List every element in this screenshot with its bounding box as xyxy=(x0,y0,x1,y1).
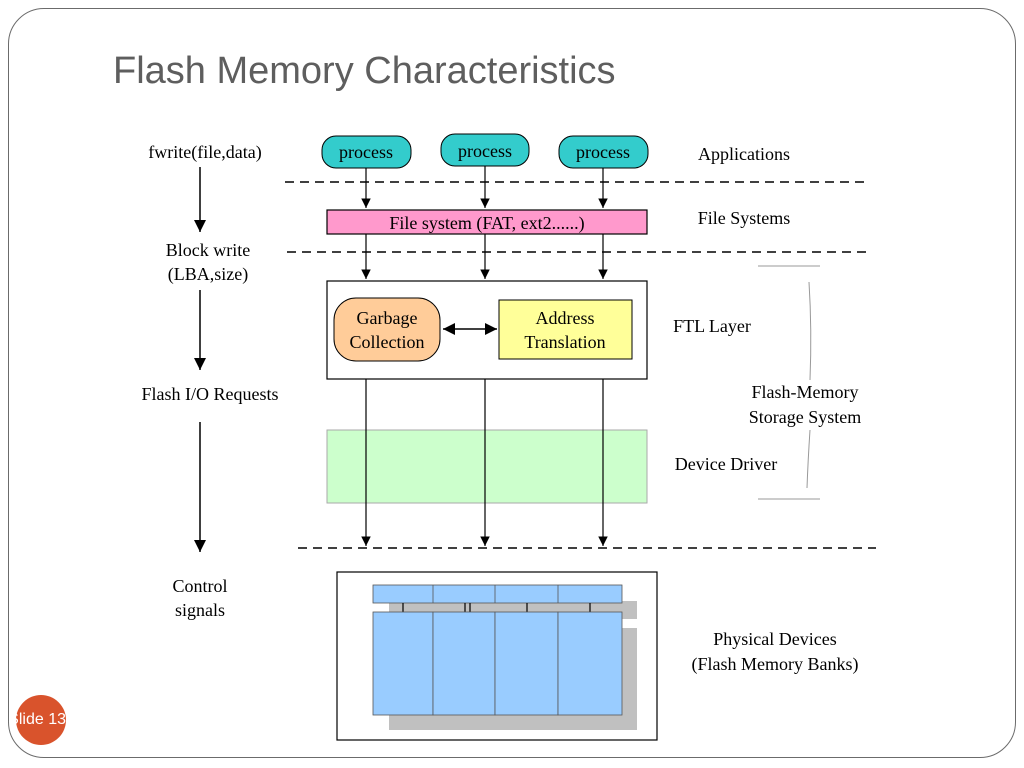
bank-header xyxy=(372,584,623,604)
physical-devices-label-1: Physical Devices xyxy=(713,629,836,649)
garbage-collection-label-1: Garbage xyxy=(357,308,418,328)
device-driver-box xyxy=(326,429,648,504)
block-write-label: Block write xyxy=(166,240,250,260)
address-translation-label-2: Translation xyxy=(524,332,605,352)
physical-devices-label-2: (Flash Memory Banks) xyxy=(692,654,859,675)
file-system-label: File system (FAT, ext2......) xyxy=(389,213,584,234)
storage-system-label-2: Storage System xyxy=(749,407,862,427)
control-signals-label: Control xyxy=(172,576,227,596)
control-signals-label-2: signals xyxy=(175,600,225,620)
garbage-collection-label-2: Collection xyxy=(350,332,425,352)
process-3-label: process xyxy=(576,142,630,162)
slide-title: Flash Memory Characteristics xyxy=(113,50,616,92)
process-2-label: process xyxy=(458,141,512,161)
flash-bank-1 xyxy=(372,611,434,716)
flash-bank-4 xyxy=(557,611,623,716)
device-driver-label: Device Driver xyxy=(675,454,777,474)
block-write-params-label: (LBA,size) xyxy=(168,264,248,285)
ftl-layer-label: FTL Layer xyxy=(673,316,751,336)
slide-number-badge xyxy=(16,695,66,745)
file-system-box xyxy=(326,209,648,235)
fwrite-label: fwrite(file,data) xyxy=(148,142,261,163)
address-translation-label-1: Address xyxy=(536,308,595,328)
flash-bank-3 xyxy=(494,611,559,716)
storage-system-label-1: Flash-Memory xyxy=(752,382,859,402)
address-translation-box xyxy=(498,299,633,360)
file-systems-label: File Systems xyxy=(698,208,791,228)
flash-bank-2 xyxy=(432,611,496,716)
bracket-upper-curve xyxy=(808,281,812,381)
process-1-label: process xyxy=(339,142,393,162)
garbage-collection-box xyxy=(333,297,441,362)
slide-number: Slide 13 xyxy=(8,711,66,728)
flash-io-requests-label: Flash I/O Requests xyxy=(142,384,279,404)
bracket-lower-curve xyxy=(806,429,811,489)
applications-label: Applications xyxy=(698,144,790,164)
